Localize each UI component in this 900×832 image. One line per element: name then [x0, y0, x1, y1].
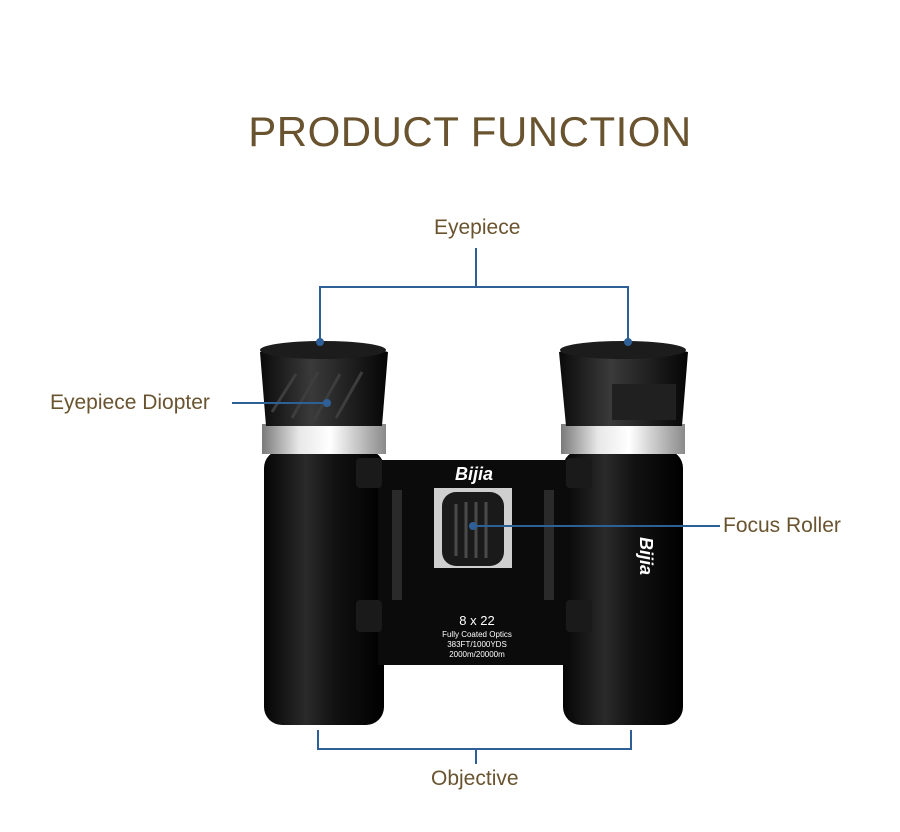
spec-field: 383FT/1000YDS [447, 640, 507, 649]
left-barrel [260, 341, 388, 725]
brand-logo-bridge: Bijia [455, 464, 493, 484]
right-barrel [559, 341, 688, 725]
eyepiece-diopter-label: Eyepiece Diopter [50, 391, 210, 414]
spec-coating: Fully Coated Optics [442, 630, 512, 639]
page-title: PRODUCT FUNCTION [248, 108, 692, 155]
callout-lines [232, 248, 720, 764]
objective-label: Objective [431, 767, 519, 790]
objective-callout-line [317, 730, 632, 750]
brand-logo-barrel: Bijia [636, 537, 656, 575]
spec-magnification: 8 x 22 [459, 613, 494, 628]
eyepiece-callout-line [319, 248, 477, 342]
callout-dots [316, 338, 632, 530]
spec-range: 2000m/20000m [449, 650, 505, 659]
focus-roller-label: Focus Roller [723, 514, 841, 537]
eyepiece-label: Eyepiece [434, 216, 521, 239]
